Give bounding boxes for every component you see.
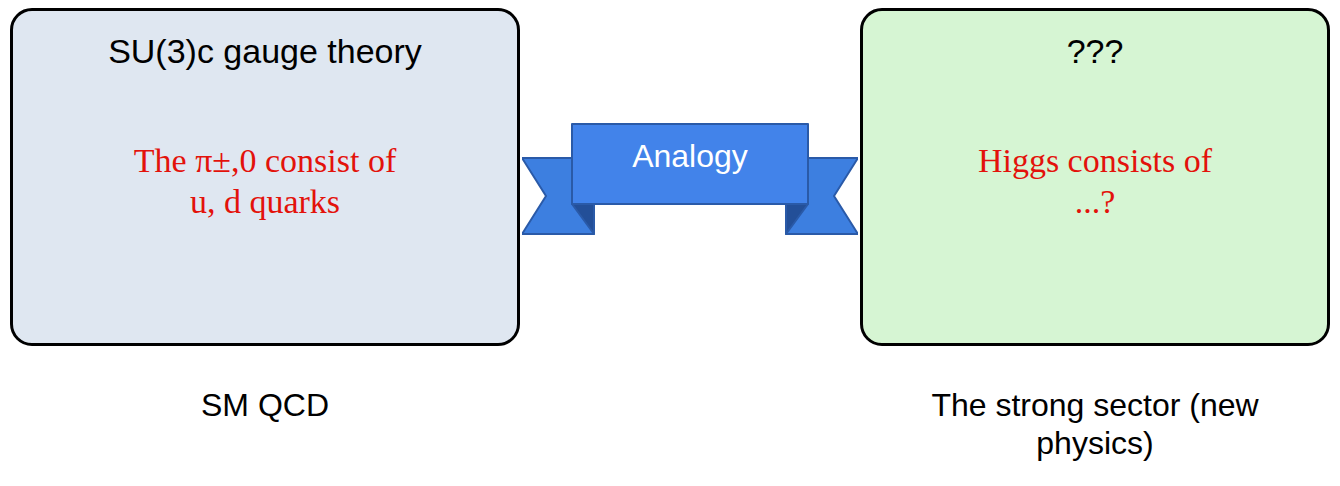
box-caption: The strong sector (new physics) [930, 386, 1260, 463]
analogy-ribbon: Analogy [522, 118, 858, 243]
analogy-box: SU(3)c gauge theoryThe π±,0 consist of u… [10, 8, 520, 346]
box-statement: The π±,0 consist of u, d quarks [130, 141, 400, 223]
ribbon-label: Analogy [572, 137, 808, 175]
analogy-box: ???Higgs consists of ...?The strong sect… [860, 8, 1330, 346]
ribbon-shape [522, 118, 858, 243]
box-statement: Higgs consists of ...? [975, 141, 1215, 223]
box-title: ??? [875, 31, 1315, 72]
ribbon-part [572, 204, 594, 234]
ribbon-part [572, 124, 808, 204]
box-caption: SM QCD [25, 386, 505, 424]
ribbon-part [786, 204, 808, 234]
box-title: SU(3)c gauge theory [25, 31, 505, 72]
